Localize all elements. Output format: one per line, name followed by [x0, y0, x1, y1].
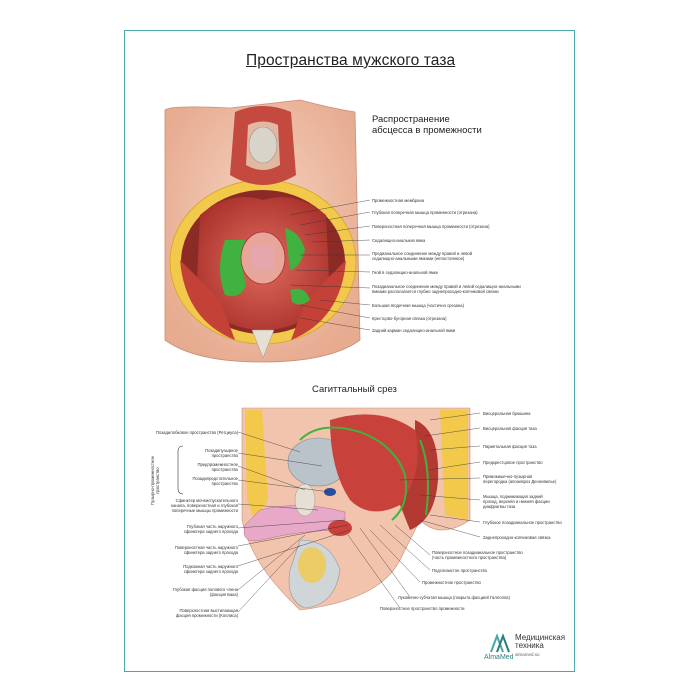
label-superficial-perineal-space: Поверхностное пространство промежности	[380, 606, 465, 611]
label-perineal-space: Промежностное пространство	[422, 580, 481, 585]
label-submucous-space: Подслизистое пространство	[432, 568, 488, 573]
label-deep-postanal-space: Глубокое позадианальное пространство	[483, 520, 562, 525]
label-perineal-membrane: Промежностная мембрана	[372, 198, 425, 203]
label-superficial-anal-1: Поверхностная часть наружного	[174, 545, 238, 550]
label-visceral-pelvic-fascia: Висцеральная фасция таза	[483, 426, 537, 431]
label-posterior-recess: Задний карман седалищно-анальной ямки	[372, 328, 456, 333]
label-deep-transverse: Глубокая поперечная мышца промежности (о…	[372, 210, 478, 215]
label-levator-ani-3: диафрагмы таза	[483, 504, 516, 509]
perineum-subtitle: Распространение абсцесса в промежности	[372, 114, 482, 136]
label-retrovesical-1: Позадипузырное	[205, 448, 238, 453]
label-retropubic: Позадилобковое пространство (Ретциуса)	[155, 430, 238, 435]
label-ischioanal-fossa: Седалищно-анальная ямка	[372, 238, 426, 243]
label-urethral-sphincter-2: канала, поверхностная и глубокая	[171, 503, 238, 508]
label-gluteus-maximus: Большая ягодичная мышца (частично срезан…	[372, 303, 465, 308]
label-retroanal-2: ямками располагается глубже заднепроходн…	[372, 289, 499, 294]
label-levator-ani-2: проход, верхняя и нижняя фасции	[483, 499, 550, 504]
label-deep-anal-2: сфинктера заднего прохода	[183, 529, 238, 534]
label-rectovesical-septum-1: Прямокишечно-пузырная	[483, 474, 533, 479]
label-retrovesical-2: пространство	[211, 453, 238, 458]
label-retroprostatic-2: пространство	[211, 481, 238, 486]
label-colles-fascia-2: фасция промежности (Коллиса)	[175, 613, 238, 618]
label-retroprostatic-1: Позадипредстательное	[192, 476, 238, 481]
label-preperineal-2: пространство	[211, 467, 238, 472]
label-preanal-2: седалищно-анальными ямками (непостоянное…	[372, 256, 465, 261]
label-urethral-sphincter-3: поперечные мышцы промежности	[171, 508, 238, 513]
label-bulbospongiosus: Луковично-губчатая мышца (покрыта фасцие…	[398, 595, 510, 600]
perineum-subtitle-line2: абсцесса в промежности	[372, 125, 482, 136]
label-rectovesical-septum-2: перегородка (апоневроз Денонвилье)	[483, 479, 557, 484]
label-visceral-peritoneum: Висцеральная брюшина	[483, 411, 531, 416]
label-superficial-transverse: Поверхностная поперечная мышца промежнос…	[372, 224, 490, 229]
label-buck-fascia-2: (фасция Бака)	[209, 592, 238, 597]
label-pus: Гной в седалищно-анальной ямке	[372, 270, 439, 275]
label-parietal-pelvic-fascia: Париетальная фасция таза	[483, 444, 537, 449]
label-urethral-sphincter-1: Сфинктер мочеиспускательного	[175, 498, 238, 503]
sagittal-subtitle: Сагиттальный срез	[312, 384, 397, 395]
label-deep-anal-1: Глубокая часть наружного	[186, 524, 238, 529]
label-retroanal-1: Позадианальное соединение между правой и…	[372, 284, 521, 289]
logo-url: almamed.su	[515, 652, 540, 657]
label-preperineal-1: Предпромежностное	[197, 462, 238, 467]
label-sacrotuberous: Крестцово-бугорная связка (отрезана)	[372, 316, 447, 321]
logo-text-line1: Медицинская	[515, 633, 566, 642]
label-superficial-postanal-2: (часть промежностного пространства)	[432, 555, 507, 560]
logo-text-line2: техника	[515, 641, 544, 650]
label-preanal-1: Предианальное соединение между правой и …	[372, 251, 473, 256]
label-levator-ani-1: Мышца, поднимающая задний	[483, 494, 543, 499]
label-superficial-postanal-1: Поверхностное позадианальное пространств…	[432, 550, 523, 555]
label-subcutaneous-anal-2: сфинктера заднего прохода	[183, 569, 238, 574]
label-superficial-anal-2: сфинктера заднего прохода	[183, 550, 238, 555]
label-presacral-space: Предкрестцовое пространство	[483, 460, 543, 465]
page-title: Пространства мужского таза	[246, 52, 456, 69]
label-anococcygeal-ligament: Заднепроходно-копчиковая связка	[483, 535, 551, 540]
label-subcutaneous-anal-1: Подкожная часть наружного	[183, 564, 238, 569]
label-colles-fascia-1: Поверхностная выстилающая	[179, 608, 239, 613]
logo-brand: AlmaMed	[484, 654, 514, 661]
label-buck-fascia-1: Глубокая фасция полового члена	[172, 587, 238, 592]
perineum-subtitle-line1: Распространение	[372, 114, 450, 125]
